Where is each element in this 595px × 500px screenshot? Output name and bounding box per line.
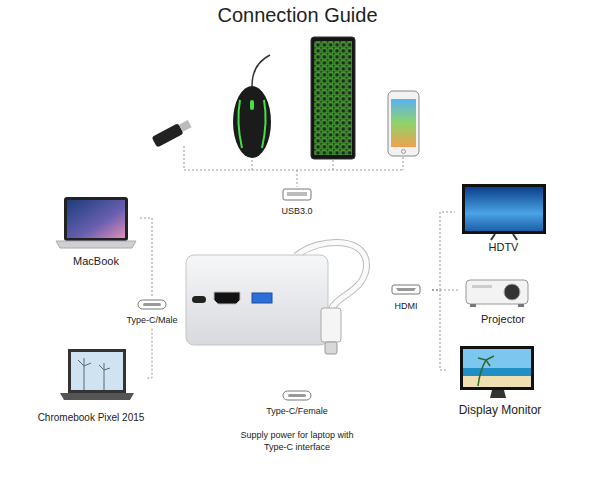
- monitor-sand: [463, 376, 531, 387]
- device-node: USB3.0: [270, 186, 324, 218]
- projector: [466, 280, 528, 307]
- usb-port-outline: [283, 189, 311, 200]
- device-label: HDTV: [489, 241, 519, 254]
- hub-body: [186, 255, 328, 345]
- hub-plug-tip: [325, 342, 337, 354]
- type-c-male-icon: [138, 300, 166, 309]
- device-label: Type-C/Female: [266, 406, 328, 416]
- device-node: Type-C/Female: [263, 388, 331, 418]
- monitor-sky: [463, 349, 531, 368]
- phone-body: [388, 91, 419, 156]
- keyboard: [311, 37, 355, 159]
- chromebook: [60, 349, 134, 400]
- dashed-connector: [432, 290, 448, 370]
- usb-stick-plug: [179, 120, 192, 132]
- type-c-tongue: [288, 394, 306, 397]
- mouse: [233, 55, 271, 158]
- palm-tree: [478, 356, 494, 386]
- tv-stand: [491, 234, 517, 240]
- hub-type-c-port: [192, 296, 206, 303]
- device-label: USB3.0: [281, 206, 312, 216]
- device-label: MacBook: [73, 255, 119, 268]
- mouse-cable: [252, 55, 270, 86]
- device-node: Display Monitor: [448, 342, 552, 420]
- dashed-connector: [432, 290, 458, 291]
- phone-screen: [391, 99, 416, 147]
- phone: [388, 91, 419, 156]
- mouse-wheel: [250, 100, 254, 110]
- usb-port-icon: [283, 189, 311, 200]
- type-c-outline: [283, 391, 311, 400]
- device-label: Type-C/Male: [126, 315, 177, 325]
- dashed-connector: [432, 212, 455, 290]
- device-label: Display Monitor: [459, 404, 542, 418]
- hdmi-port-icon: [392, 285, 420, 294]
- device-node: Type-C/Male: [120, 297, 184, 327]
- mouse-light: [238, 100, 242, 148]
- projector-foot: [518, 304, 524, 307]
- hub-hdmi-port: [214, 292, 240, 304]
- hdmi-tongue: [396, 288, 416, 291]
- usb-stick: [152, 118, 193, 147]
- laptop-base: [56, 241, 136, 248]
- laptop-bezel: [64, 197, 128, 241]
- type-c-female-icon: [283, 391, 311, 400]
- laptop-base: [60, 393, 134, 400]
- tv-screen: [465, 187, 543, 231]
- projector-foot: [470, 304, 476, 307]
- diagram-title: Connection Guide: [0, 4, 595, 27]
- device-label: Projector: [481, 313, 525, 326]
- projector-vent: [472, 285, 492, 288]
- dashed-connector: [140, 218, 152, 297]
- tv-bezel: [462, 184, 546, 234]
- projector-body: [466, 280, 528, 304]
- mouse-body: [233, 86, 271, 158]
- phone-button: [402, 150, 406, 154]
- keyboard-keys: [314, 41, 352, 155]
- monitor-sea: [463, 368, 531, 376]
- monitor-bezel: [460, 346, 534, 390]
- device-label: HDMI: [395, 301, 418, 311]
- device-node: Chromebook Pixel 2015: [35, 345, 148, 425]
- type-c-outline: [138, 300, 166, 309]
- display-monitor: [460, 346, 534, 398]
- usb-stick-body: [152, 123, 184, 148]
- device-label: Chromebook Pixel 2015: [38, 412, 145, 424]
- wind-turbines: [78, 358, 110, 390]
- keyboard-body: [311, 37, 355, 159]
- laptop-screen: [67, 200, 125, 238]
- hub-usb-port: [252, 293, 272, 303]
- device-node: HDTV: [455, 182, 552, 256]
- laptop-screen: [71, 352, 123, 390]
- mouse-light: [262, 100, 266, 148]
- type-c-tongue: [143, 303, 161, 306]
- hdmi-outline: [392, 285, 420, 294]
- usb-c-hub: [186, 242, 366, 354]
- macbook: [56, 197, 136, 248]
- dashed-connector: [147, 327, 152, 378]
- monitor-stand: [490, 390, 506, 398]
- device-node: HDMI: [380, 283, 432, 313]
- hub-plug-housing: [321, 308, 341, 342]
- hdtv: [462, 184, 546, 240]
- device-node: Projector: [458, 272, 548, 328]
- laptop-bezel: [68, 349, 126, 393]
- usb-leader-lines: [184, 146, 403, 187]
- device-node: MacBook: [52, 192, 140, 270]
- usb-port-tongue: [287, 192, 307, 196]
- note-label: Supply power for laptop with Type-C inte…: [237, 430, 357, 453]
- projector-lens: [504, 284, 520, 300]
